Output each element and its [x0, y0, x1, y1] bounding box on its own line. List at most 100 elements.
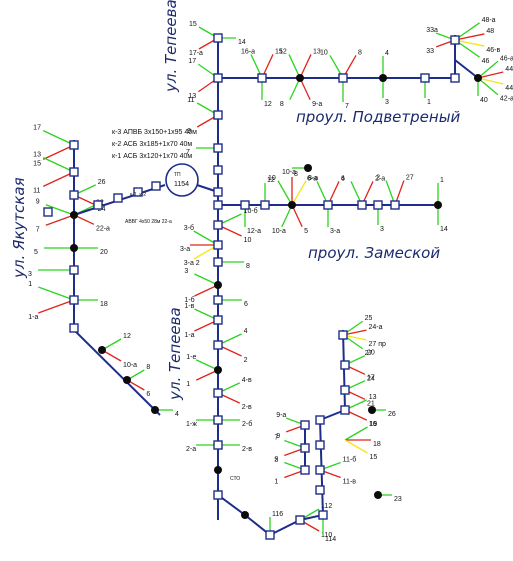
- service-ray: [289, 77, 301, 101]
- house-number-label: 9: [36, 199, 40, 206]
- pole-box: [315, 465, 325, 475]
- house-number-label: 1: [186, 381, 190, 388]
- pole-box: [213, 143, 223, 153]
- house-number-label: 1-ж: [186, 421, 197, 428]
- pole-dot: [368, 406, 376, 414]
- pole-box: [257, 73, 267, 83]
- house-number-label: 12: [123, 333, 131, 340]
- pole-dot: [379, 74, 387, 82]
- pole-box: [340, 405, 350, 415]
- pole-box: [213, 73, 223, 83]
- pole-box: [69, 167, 79, 177]
- service-ray: [477, 71, 504, 79]
- house-number-label: 46-а: [500, 55, 513, 62]
- house-number-label: 4-в: [242, 377, 252, 384]
- house-number-label: 4: [385, 50, 389, 57]
- pole-dot: [70, 244, 78, 252]
- house-number-label: 46-в: [486, 47, 500, 54]
- pole-box: [69, 265, 79, 275]
- service-ray: [277, 180, 293, 206]
- house-number-label: 26: [98, 179, 106, 186]
- house-number-label: 17: [33, 125, 41, 132]
- house-number-label: 11: [33, 187, 40, 194]
- house-number-label: 17: [367, 375, 375, 382]
- pole-box: [113, 193, 123, 203]
- pole-box: [295, 515, 305, 525]
- house-number-label: 25: [365, 315, 373, 322]
- house-number-label: 17-а: [189, 50, 203, 57]
- house-number-label: 12: [267, 177, 275, 184]
- house-number-label: 21: [367, 400, 375, 407]
- house-number-label: 42-а: [500, 96, 513, 103]
- house-number-label: 11-в: [343, 479, 357, 486]
- pole-box: [213, 220, 223, 230]
- pole-box: [315, 415, 325, 425]
- house-number-label: 11-б: [343, 455, 357, 463]
- house-number-label: 7: [186, 149, 190, 156]
- pole-dot: [123, 376, 131, 384]
- street-tepeeva-mid: ул. Тепеева: [166, 307, 184, 401]
- house-number-label: 9: [187, 128, 191, 135]
- house-number-label: 24-а: [369, 324, 383, 331]
- house-number-label: 9-а: [276, 412, 286, 419]
- house-number-label: 2: [376, 175, 380, 182]
- house-number-label: 13: [188, 93, 196, 100]
- tp-label: ТП: [174, 172, 181, 178]
- pole-box: [69, 295, 79, 305]
- pole-dot: [374, 491, 382, 499]
- house-number-label: 15: [370, 454, 378, 461]
- tp-number: 1154: [174, 181, 189, 188]
- pole-dot: [70, 211, 78, 219]
- service-ray: [291, 204, 303, 228]
- house-number-label: 6-а: [307, 175, 317, 182]
- house-number-label: 10-а: [123, 362, 137, 369]
- pole-box: [340, 385, 350, 395]
- service-ray: [344, 426, 368, 441]
- pole-box: [340, 360, 350, 370]
- pole-box: [213, 240, 223, 250]
- house-number-label: 33: [426, 48, 434, 55]
- house-number-label: 13: [33, 152, 41, 159]
- pole-box: [260, 200, 270, 210]
- pole-box: [300, 443, 310, 453]
- service-ray: [38, 286, 75, 301]
- house-number-label: 1: [427, 99, 431, 106]
- service-ray: [477, 77, 499, 96]
- poles: [43, 33, 482, 540]
- house-number-label: 7: [274, 434, 278, 441]
- house-number-label: 15: [275, 48, 283, 55]
- house-number-label: 8: [280, 101, 284, 108]
- house-number-label: 2-б: [242, 420, 252, 428]
- sto-label: СТО: [230, 476, 240, 482]
- house-number-label: 40: [480, 97, 488, 104]
- branch-note-left: к-1, к-2: [130, 192, 146, 198]
- house-number-label: 27: [406, 175, 414, 182]
- pole-box: [420, 73, 430, 83]
- service-ray: [42, 130, 75, 146]
- service-ray: [194, 284, 219, 297]
- service-ray: [454, 39, 485, 47]
- service-ray: [45, 204, 75, 216]
- house-number-label: 114: [325, 536, 336, 543]
- service-ray: [299, 77, 311, 101]
- house-number-label: 4: [175, 411, 179, 418]
- house-number-label: 1: [440, 177, 444, 184]
- pole-dot: [214, 366, 222, 374]
- pole-box: [213, 490, 223, 500]
- pole-box: [300, 420, 310, 430]
- service-ray: [299, 54, 312, 79]
- pole-box: [390, 200, 400, 210]
- house-number-label: 13: [369, 394, 377, 401]
- house-number-label: 10: [268, 175, 276, 182]
- house-number-label: 27 пр: [369, 341, 387, 348]
- pole-box: [133, 187, 143, 197]
- substation-tp: ТП 1154: [165, 163, 199, 197]
- house-number-label: 15: [33, 160, 41, 167]
- pole-box: [357, 200, 367, 210]
- house-number-label: 10: [244, 237, 252, 244]
- pole-box: [213, 415, 223, 425]
- pole-box: [213, 33, 223, 43]
- house-number-label: 4: [244, 328, 248, 335]
- house-number-label: 8: [146, 364, 150, 371]
